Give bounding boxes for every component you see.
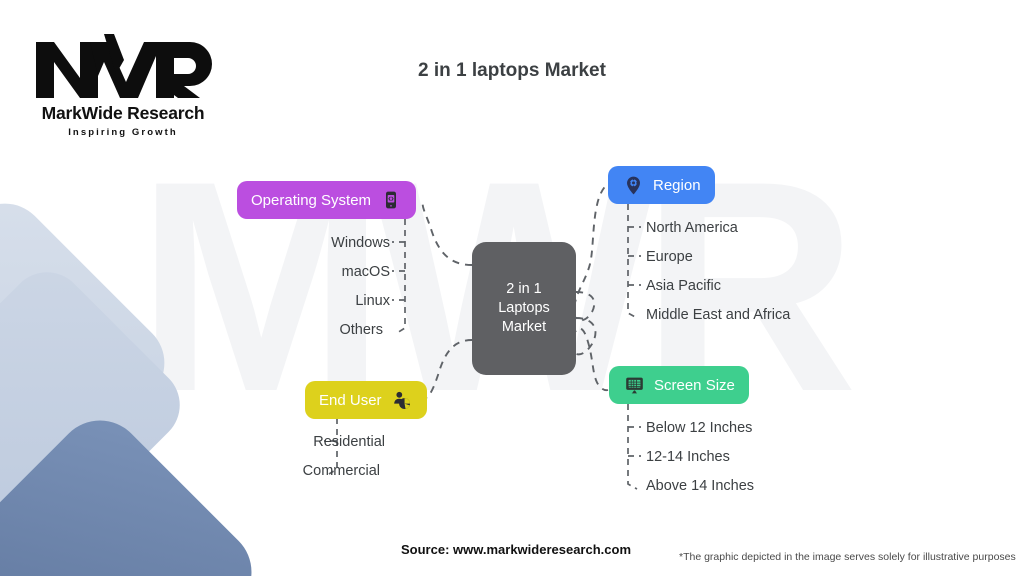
monitor-icon <box>623 374 645 396</box>
branch-label-operating-system: Operating System <box>251 191 372 209</box>
connector-center-to-region <box>572 183 609 322</box>
page-title: 2 in 1 laptops Market <box>418 60 606 81</box>
center-node-line-2: Laptops <box>498 300 550 316</box>
source-text: Source: www.markwideresearch.com <box>401 542 632 557</box>
center-node: 2 in 1 Laptops Market <box>472 242 576 375</box>
connector-center-to-enduser <box>421 339 473 400</box>
connector-enduser-spine <box>328 418 338 475</box>
leaf-screensize-0: Below 12 Inches <box>646 420 753 436</box>
location-pin-icon <box>622 174 644 196</box>
branch-label-region: Region <box>653 176 701 194</box>
connector-screensize-spine <box>627 404 638 490</box>
leaf-region-2: Asia Pacific <box>646 278 721 294</box>
branch-label-screen-size: Screen Size <box>654 376 735 394</box>
leaf-region-3: Middle East and Africa <box>646 307 791 323</box>
leaf-region-1: Europe <box>646 249 693 265</box>
leaf-os-3: Others <box>339 322 383 338</box>
connector-region-spine <box>627 204 638 319</box>
branch-label-end-user: End User <box>319 391 382 409</box>
connector-center-to-os <box>421 200 473 266</box>
center-node-line-3: Market <box>501 319 547 335</box>
logo-tagline: Inspiring Growth <box>68 127 178 138</box>
leaf-os-1: macOS <box>341 264 390 280</box>
leaf-screensize-1: 12-14 Inches <box>646 449 730 465</box>
branch-badge-operating-system[interactable]: Operating System <box>237 181 417 219</box>
branch-badge-end-user[interactable]: End User <box>305 381 427 419</box>
connector-center-to-screensize <box>570 317 609 392</box>
company-logo: MarkWide Research Inspiring Growth <box>28 30 218 138</box>
mobile-code-icon <box>380 189 402 211</box>
leaf-os-0: Windows <box>331 235 390 251</box>
user-pie-icon <box>391 389 413 411</box>
leaf-enduser-1: Commercial <box>302 463 380 479</box>
logo-company-name: MarkWide Research <box>41 103 205 123</box>
connector-os-spine <box>396 219 406 334</box>
branch-badge-region[interactable]: Region <box>608 166 715 204</box>
leaf-os-2: Linux <box>355 293 390 309</box>
logo-mark-mwr-icon <box>36 34 212 98</box>
center-node-line-1: 2 in 1 <box>506 281 542 297</box>
leaf-enduser-0: Residential <box>313 434 385 450</box>
leaf-region-0: North America <box>646 220 738 236</box>
branch-badge-screen-size[interactable]: Screen Size <box>609 366 749 404</box>
disclaimer-text: *The graphic depicted in the image serve… <box>679 551 1016 563</box>
center-node-label: 2 in 1 Laptops Market <box>498 280 550 337</box>
leaf-screensize-2: Above 14 Inches <box>646 478 755 494</box>
